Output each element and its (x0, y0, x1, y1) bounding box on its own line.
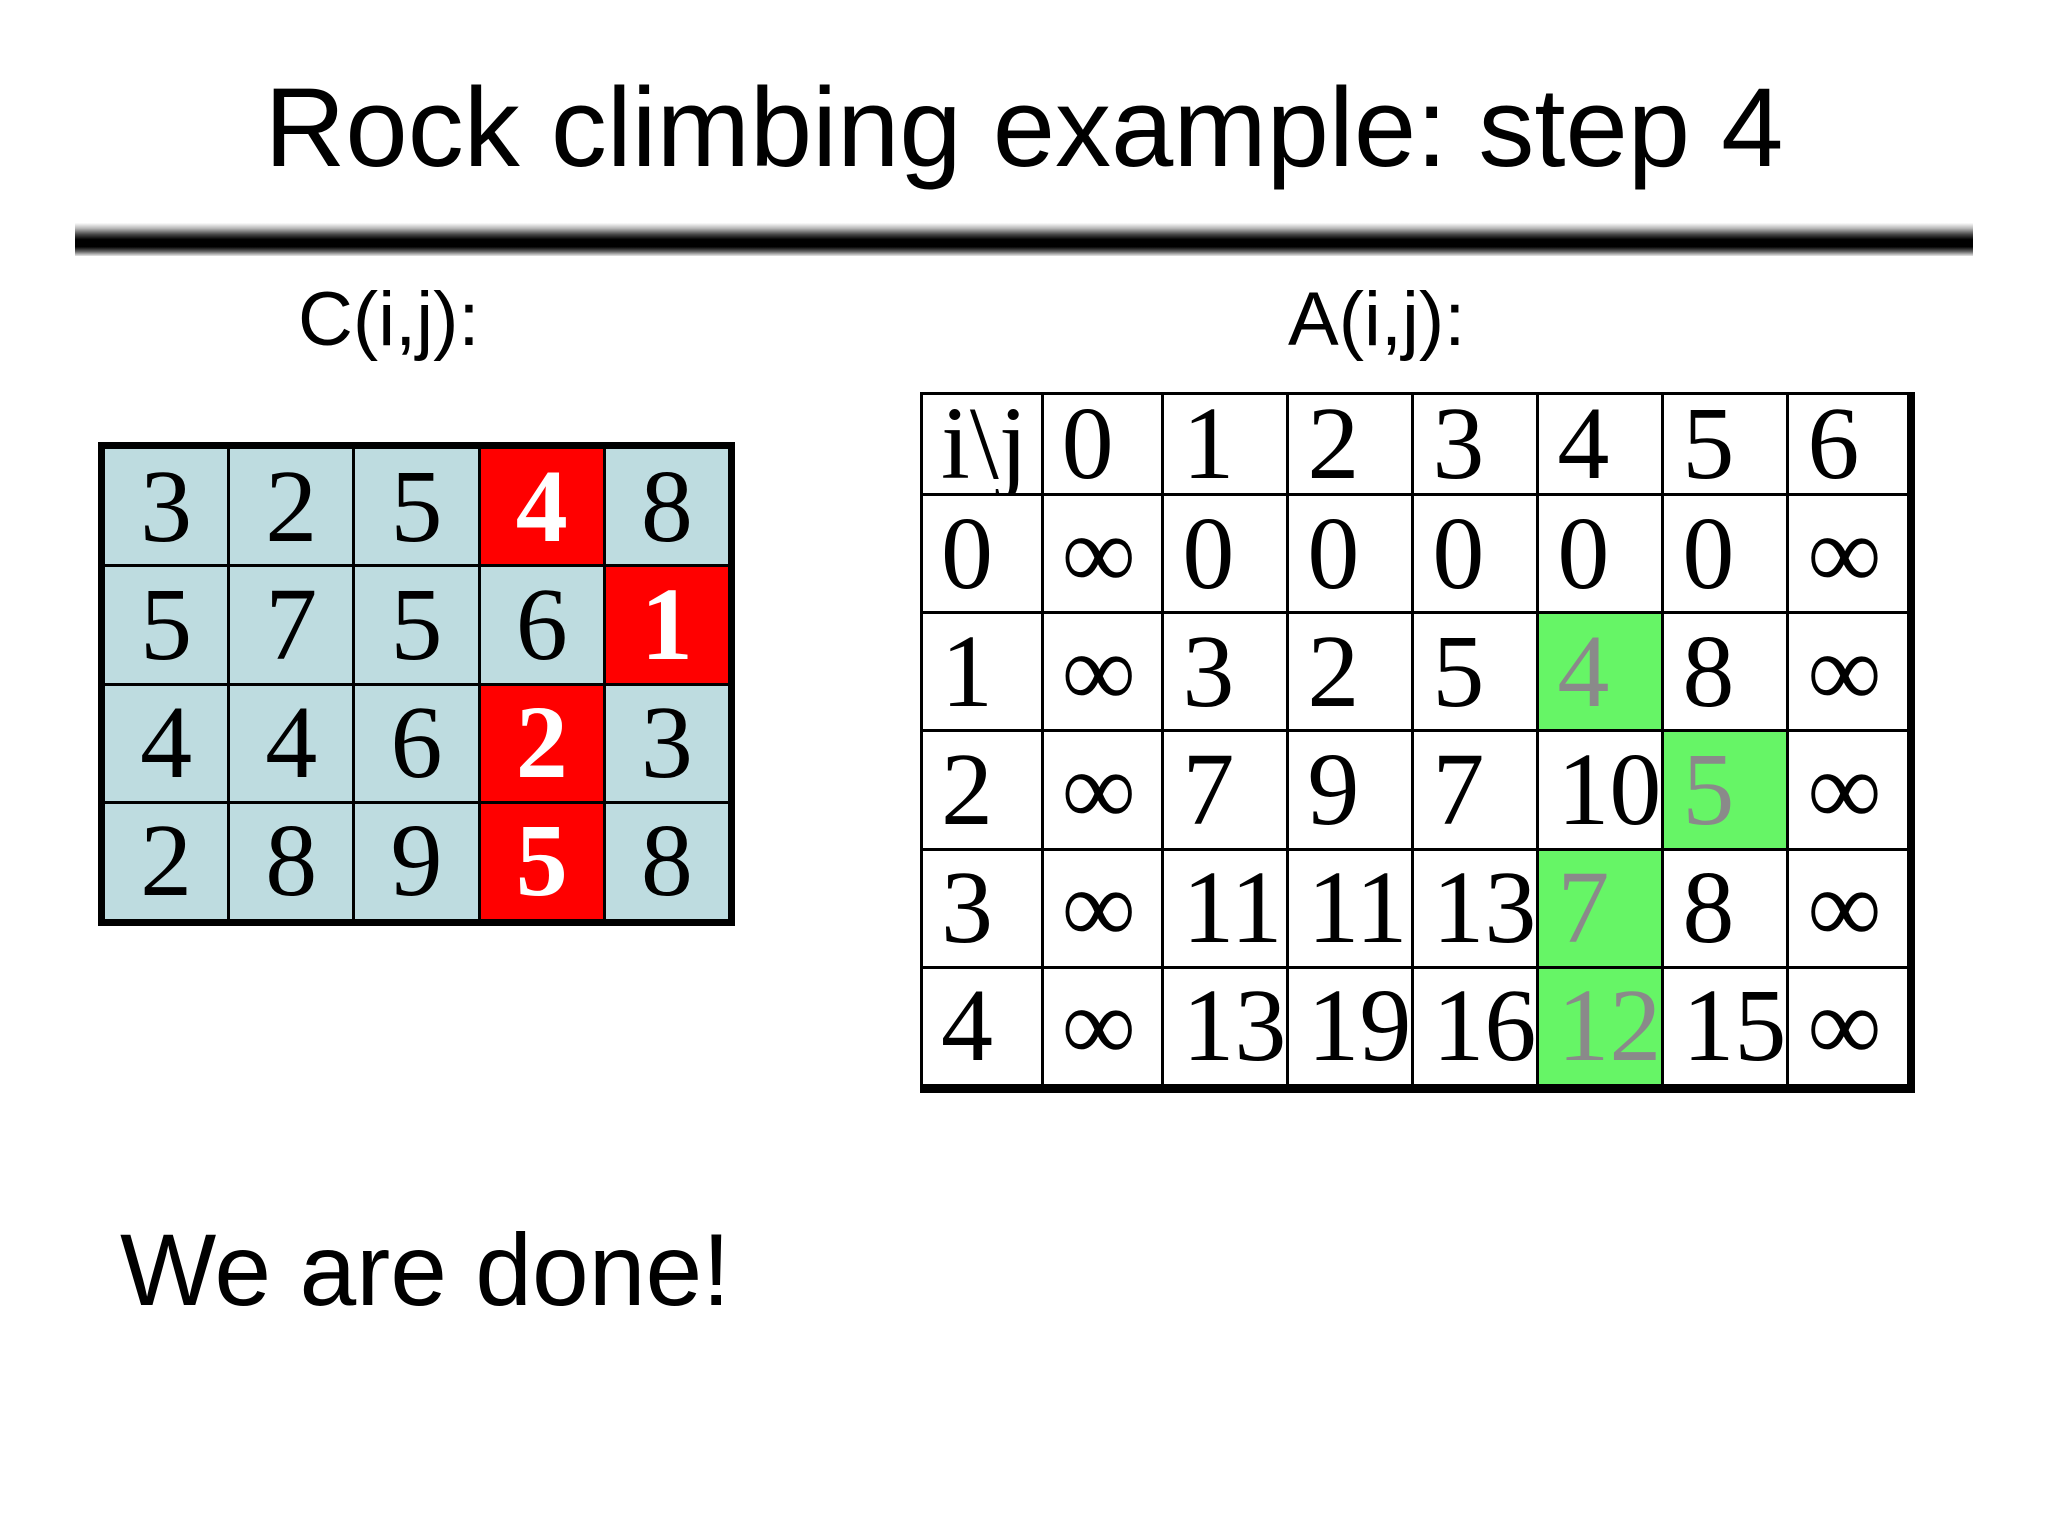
a-table-header-cell: 0 (1043, 392, 1162, 496)
a-table-cell: 4 (1539, 614, 1662, 730)
a-table-cell: 11 (1164, 850, 1287, 966)
c-grid-cell: 5 (105, 567, 228, 683)
a-table-header-cell: i\j (923, 392, 1041, 496)
a-table-cell: 3 (1164, 614, 1287, 730)
c-grid-cell: 9 (355, 803, 478, 919)
a-table-header-cell: 1 (1164, 392, 1287, 496)
a-table-cell: 0 (1664, 496, 1787, 612)
a-table-header-cell: 4 (1539, 392, 1662, 496)
a-table-cell: 0 (1414, 496, 1537, 612)
c-grid-cell: 5 (355, 449, 478, 565)
a-table-cell: ∞ (1043, 968, 1162, 1084)
c-grid-cell: 5 (355, 567, 478, 683)
a-table-cell: 0 (1539, 496, 1662, 612)
a-table-cell: 0 (923, 496, 1041, 612)
a-table-header-cell: 2 (1289, 392, 1412, 496)
c-grid-cell: 4 (480, 449, 603, 565)
c-grid-cell: 2 (230, 449, 353, 565)
a-table-cell: ∞ (1789, 850, 1907, 966)
a-table-cell: 19 (1289, 968, 1412, 1084)
c-grid-cell: 8 (605, 803, 728, 919)
a-table-header-cell: 6 (1789, 392, 1907, 496)
a-table-cell: 9 (1289, 732, 1412, 848)
a-table-cell: 15 (1664, 968, 1787, 1084)
a-table-cell: 7 (1164, 732, 1287, 848)
c-grid-cell: 3 (105, 449, 228, 565)
a-table-cell: ∞ (1789, 614, 1907, 730)
a-table-cell: ∞ (1043, 496, 1162, 612)
a-table-cell: 10 (1539, 732, 1662, 848)
a-table-header-cell: 3 (1414, 392, 1537, 496)
c-grid-cell: 1 (605, 567, 728, 683)
c-grid-cell: 6 (480, 567, 603, 683)
a-table-cell: 13 (1414, 850, 1537, 966)
a-table-cell: 5 (1664, 732, 1787, 848)
a-table-cell: 7 (1539, 850, 1662, 966)
c-grid-cell: 8 (230, 803, 353, 919)
a-table-cell: 8 (1664, 850, 1787, 966)
a-table-label: A(i,j): (1288, 277, 1466, 362)
a-table-header-cell: 5 (1664, 392, 1787, 496)
a-table-cell: 0 (1164, 496, 1287, 612)
c-grid-cell: 4 (230, 685, 353, 801)
a-table-cell: ∞ (1043, 850, 1162, 966)
c-grid-cell: 7 (230, 567, 353, 683)
a-table-cell: ∞ (1043, 732, 1162, 848)
a-table-cell: 8 (1664, 614, 1787, 730)
a-table-cell: 2 (923, 732, 1041, 848)
a-table-cell: 1 (923, 614, 1041, 730)
a-table-cell: 5 (1414, 614, 1537, 730)
a-table-cell: 0 (1289, 496, 1412, 612)
a-table-cell: ∞ (1789, 496, 1907, 612)
c-grid-label: C(i,j): (298, 277, 480, 362)
a-table-cell: 16 (1414, 968, 1537, 1084)
c-grid-cell: 8 (605, 449, 728, 565)
c-grid-cell: 4 (105, 685, 228, 801)
c-grid-cell: 5 (480, 803, 603, 919)
a-table-cell: ∞ (1789, 968, 1907, 1084)
a-table-cell: 2 (1289, 614, 1412, 730)
c-grid-cell: 3 (605, 685, 728, 801)
title-divider (75, 223, 1973, 256)
a-table-cell: 4 (923, 968, 1041, 1084)
c-grid-cell: 2 (480, 685, 603, 801)
a-table-cell: 12 (1539, 968, 1662, 1084)
a-table-cell: ∞ (1789, 732, 1907, 848)
a-table-cell: 13 (1164, 968, 1287, 1084)
a-table-cell: 7 (1414, 732, 1537, 848)
a-table-cell: 11 (1289, 850, 1412, 966)
c-grid-cell: 2 (105, 803, 228, 919)
a-table-cell: 3 (923, 850, 1041, 966)
a-table-cell: ∞ (1043, 614, 1162, 730)
footer-text: We are done! (120, 1213, 731, 1327)
slide-title: Rock climbing example: step 4 (264, 65, 1784, 190)
c-grid-cell: 6 (355, 685, 478, 801)
